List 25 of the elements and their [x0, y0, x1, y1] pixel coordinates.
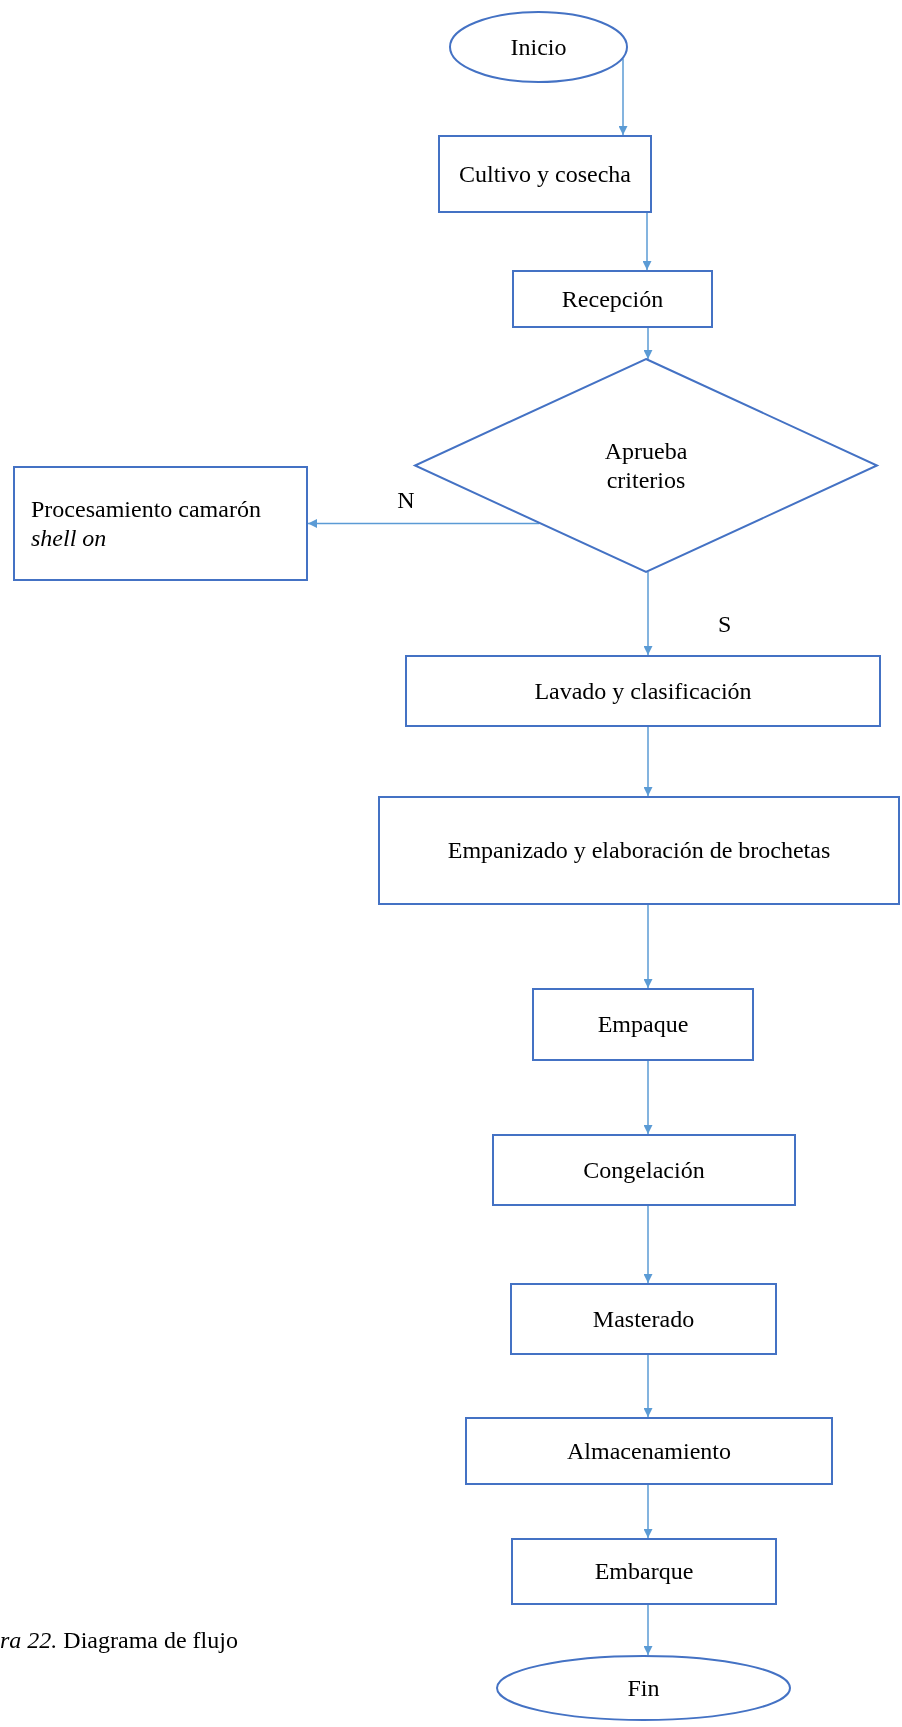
node-label: Recepción [560, 284, 665, 314]
node-label: Embarque [593, 1557, 695, 1586]
node-label: Almacenamiento [566, 1436, 732, 1466]
node-label: Procesamiento camarón shell on [30, 494, 261, 553]
arrow [643, 1604, 653, 1656]
node-label: Aprueba criterios [603, 436, 689, 495]
arrow [618, 58, 628, 136]
arrow [307, 519, 540, 528]
node-label: Masterado [591, 1304, 696, 1334]
arrow [643, 327, 653, 360]
arrow [643, 571, 653, 656]
node-label: Lavado y clasificación [533, 676, 753, 706]
arrow [643, 1484, 653, 1539]
arrow [643, 726, 653, 797]
node-label: Inicio [509, 32, 568, 62]
node-label: Fin [626, 1673, 661, 1703]
node-label: Cultivo y cosecha [458, 159, 632, 189]
node-label: Empaque [596, 1010, 690, 1039]
arrow [643, 1060, 653, 1135]
arrow [643, 904, 653, 989]
node-label: Congelación [582, 1155, 706, 1185]
arrow [642, 212, 652, 271]
node-label: Empanizado y elaboración de brochetas [446, 836, 832, 865]
arrow [643, 1205, 653, 1284]
arrow [643, 1354, 653, 1418]
